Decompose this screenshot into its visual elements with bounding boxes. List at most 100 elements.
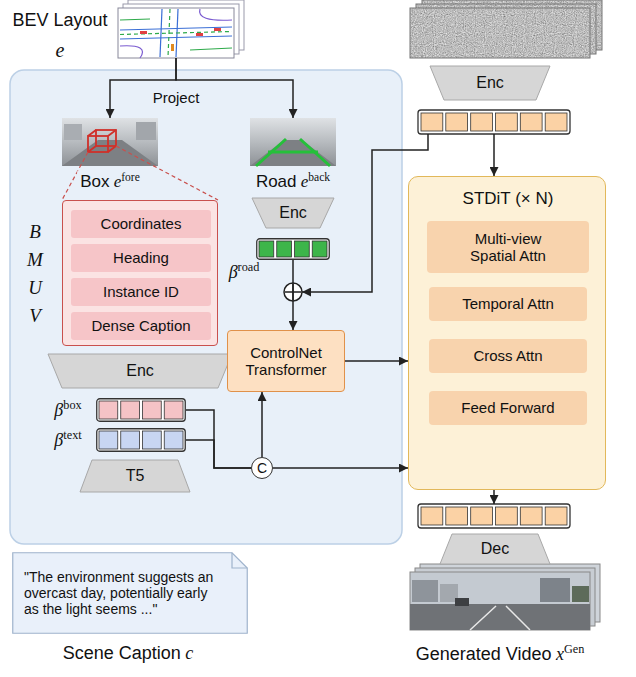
output-token-bar	[421, 507, 443, 525]
token-bar-text: road	[238, 260, 260, 274]
caption-note-outline	[13, 553, 248, 634]
generated-frames	[410, 604, 590, 630]
token-bar-text: β	[229, 262, 238, 282]
token-bar-label: βtext	[51, 428, 84, 451]
generated-video-label: Generated VideoxGen	[413, 642, 588, 665]
encoder-trapezoid-outline	[48, 354, 232, 388]
decoder-trapezoid: Dec	[440, 534, 550, 564]
output-token-bar	[421, 507, 567, 525]
latent-token-bar	[418, 110, 570, 134]
concat-circle-text: C	[257, 460, 267, 476]
latent-wire	[493, 490, 495, 504]
box-image: Boxefore	[62, 118, 158, 166]
token-cell	[143, 431, 162, 449]
token-cell	[164, 401, 183, 419]
token-bar: βroad	[256, 238, 330, 260]
output-token-bar	[520, 507, 542, 525]
output-token-bar	[418, 504, 570, 528]
attribute-item: Coordinates	[71, 210, 211, 237]
stdit-block-text: STDiT (× N)	[463, 189, 554, 208]
bev-map-stack	[120, 27, 232, 30]
text-encoder-trapezoid-text: T5	[126, 467, 145, 485]
bev-map-stack	[160, 9, 162, 57]
road-image-text: back	[308, 171, 330, 184]
caption-note-label: Scene Captionc	[60, 643, 197, 665]
latent-token-bar	[520, 113, 542, 131]
attribute-item-label: Instance ID	[71, 278, 211, 305]
zoom-leader	[62, 146, 218, 200]
layer-box-text: Cross Attn	[473, 347, 542, 364]
token-cell	[99, 431, 118, 449]
attribute-box-text: B	[29, 221, 41, 242]
bev-map-stack	[214, 28, 221, 31]
layer-box-text: Multi-view Spatial Attn	[455, 230, 561, 265]
attribute-item-text: Coordinates	[101, 215, 182, 232]
text-encoder-trapezoid: T5	[80, 460, 190, 492]
camera-road-image	[268, 151, 318, 154]
noise-frames	[410, 0, 602, 58]
attribute-item-text: Dense Caption	[91, 317, 190, 334]
output-token-bar	[418, 504, 570, 528]
token-bar-label: βroad	[226, 260, 263, 283]
box-image-text: fore	[121, 171, 140, 184]
stdit-block: STDiT (× N)Multi-view Spatial AttnTempor…	[408, 176, 606, 490]
bev-map-stack	[120, 9, 232, 58]
token-cell	[312, 241, 327, 257]
camera-road-image	[250, 118, 336, 166]
token-bar-label: βbox	[51, 398, 84, 421]
token-bar-text: β	[54, 400, 63, 420]
encoder-trapezoid: Enc	[48, 354, 232, 388]
encoder-trapezoid: Enc	[252, 198, 334, 228]
attribute-item: Dense Caption	[71, 312, 211, 339]
token-cell	[295, 241, 310, 257]
generated-frames	[410, 572, 590, 630]
encoder-trapezoid-text: Enc	[476, 74, 504, 92]
caption-note-text: "The environment suggests an overcast da…	[24, 569, 226, 617]
bev-map-stack	[200, 9, 232, 20]
flow-arrow	[186, 410, 251, 468]
road-image: Roadeback	[250, 118, 336, 166]
attribute-item-label: Heading	[71, 244, 211, 271]
flow-arrow	[261, 392, 263, 457]
text-encoder-trapezoid-outline	[80, 460, 190, 492]
bev-map-stack	[120, 46, 143, 58]
camera-box-image	[88, 130, 116, 152]
bev-map-stack	[168, 9, 170, 57]
attribute-item-text: Instance ID	[103, 283, 179, 300]
camera-road-image	[250, 118, 336, 166]
token-bar-outline	[256, 238, 330, 260]
encoder-trapezoid-outline	[430, 66, 550, 100]
noise-frames	[410, 8, 590, 58]
token-cell	[121, 401, 140, 419]
bev-map-stack	[120, 19, 150, 20]
encoder-trapezoid-label: Enc	[48, 354, 232, 388]
decoder-trapezoid-outline	[440, 534, 550, 564]
caption-note-label: "The environment suggests an overcast da…	[12, 552, 248, 634]
layer-box: Cross Attn	[429, 339, 587, 373]
camera-box-image	[64, 124, 82, 140]
attribute-item-label: Coordinates	[71, 210, 211, 237]
bev-map-stack	[196, 33, 203, 36]
token-bar-text: text	[63, 428, 81, 442]
token-cell	[121, 431, 140, 449]
decoder-trapezoid-text: Dec	[481, 540, 509, 558]
bev-layout-image-text: BEV Layout	[12, 10, 107, 30]
attribute-item-label: Dense Caption	[71, 312, 211, 339]
token-bar: βbox	[96, 398, 186, 422]
box-image-text: e	[114, 172, 122, 191]
generated-video: Generated VideoxGen	[410, 572, 590, 630]
encoder-trapezoid-label: Enc	[430, 66, 550, 100]
encoder-trapezoid-text: Enc	[279, 204, 307, 222]
latent-token-bar	[421, 113, 443, 131]
layer-box: Feed Forward	[429, 391, 587, 425]
generated-video-text: Generated Video	[416, 644, 552, 664]
token-bar-outline	[96, 428, 186, 452]
flow-arrow	[292, 260, 294, 330]
attribute-item-text: Heading	[113, 249, 169, 266]
encoder-trapezoid-text: Enc	[126, 362, 154, 380]
road-image-text: Road	[256, 172, 297, 191]
noise-frames	[410, 8, 590, 58]
attribute-box-label: B	[26, 221, 44, 244]
bev-map-stack	[190, 48, 232, 50]
caption-note-text: Scene Caption	[63, 643, 181, 663]
